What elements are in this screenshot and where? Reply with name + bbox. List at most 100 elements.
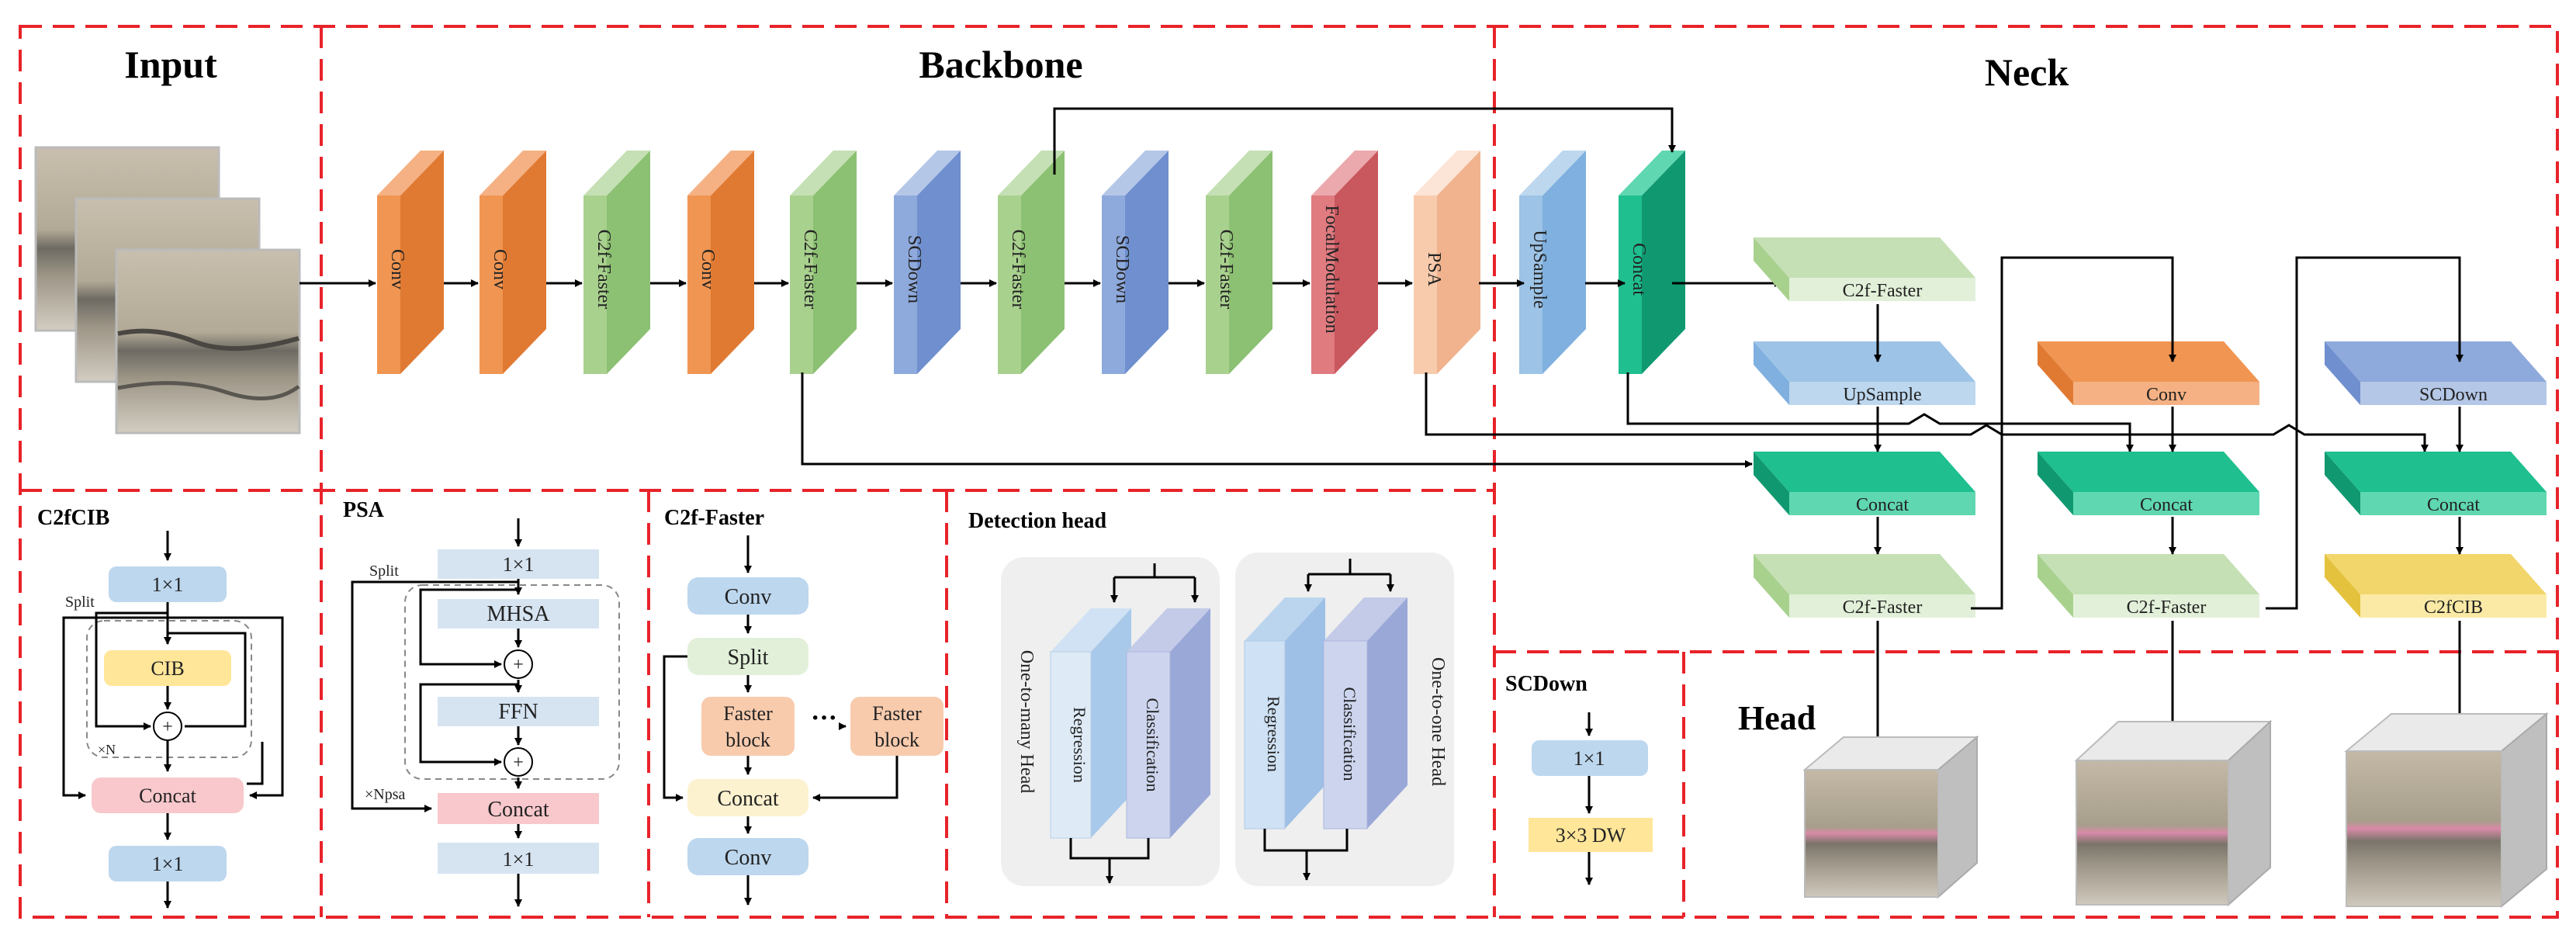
block-conv-0: Conv [377,151,444,374]
c2f-split [687,638,808,675]
neck-block-top-face [1754,341,1975,382]
block-front-face [1206,196,1229,374]
block-conv-3: Conv [687,151,754,374]
block-label: Conv [387,249,407,289]
block-front-face [687,196,711,374]
block-side-face [711,151,754,374]
block-label: SCDown [1112,235,1132,303]
neck-block-front-face [2073,594,2259,618]
block-top-face [1414,151,1480,196]
neck-block-top-face [1754,452,1975,492]
block-label: UpSample [1529,230,1549,308]
c2f-faster-title: C2f-Faster [664,506,764,530]
region-borders [19,25,2559,919]
block-front-face [1102,196,1125,374]
neck-flat-blocks: C2f-FasterUpSampleConcatC2f-FasterConvCo… [1754,237,2547,618]
block-side-face [1229,151,1272,374]
psa-times-npsa: ×Npsa [365,786,406,803]
neck-col2-conv-0: Conv [2038,341,2259,405]
neck-block-label: UpSample [1843,385,1921,405]
neck-col2-c2f-faster-2: C2f-Faster [2038,554,2259,618]
psa-add-node-2 [504,747,533,777]
block-top-face [1519,151,1586,196]
c2f-faster-block-2-label-b: block [874,729,919,751]
neck-block-top-face [1754,237,1975,278]
block-side-face [1335,151,1378,374]
block-scdown-5: SCDown [894,151,961,374]
neck-block-front-face [1789,382,1975,405]
oto-classification-label: Classification [1340,687,1359,781]
neck-block-top-face [1754,554,1975,594]
block-label: PSA [1424,252,1444,287]
c2fcib-concat-label: Concat [139,784,196,807]
c2fcib-bottom-label: 1×1 [152,853,184,875]
neck-block-top-face [2325,452,2547,492]
block-c2f-faster-8: C2f-Faster [1206,151,1272,374]
scdown-title: SCDown [1505,672,1587,696]
scdown-top-label: 1×1 [1574,747,1605,770]
c2fcib-cib-block [104,650,231,686]
block-focalmodulation-9: FocalModulation [1311,151,1378,374]
neck-block-top-face [2038,341,2259,382]
psa-title: PSA [343,498,385,522]
scdown-dw-conv [1529,818,1653,852]
neck-block-top-face [2038,554,2259,594]
block-side-face [400,151,444,374]
block-top-face [1102,151,1169,196]
c2f-faster-block-2 [850,697,943,756]
block-label: FocalModulation [1321,205,1342,333]
block-upsample-11: UpSample [1519,151,1586,374]
psa-plus-2: + [513,753,524,773]
c2fcib-repeat-box [86,620,252,758]
c2f-dots: ··· [811,704,837,732]
block-top-face [480,151,546,196]
neck-block-side-face [1754,554,1789,618]
psa-mhsa-block [438,599,599,629]
block-conv-1: Conv [480,151,546,374]
oto-regression-block: Regression [1244,597,1325,829]
block-side-face [1542,151,1586,374]
c2f-split-label: Split [728,646,769,670]
scdown-bottom-label: 3×3 DW [1556,824,1626,847]
c2fcib-cib-label: CIB [151,657,184,680]
c2f-conv-top-label: Conv [725,585,772,609]
neck-block-label: SCDown [2419,385,2488,405]
psa-add-node-1 [504,649,533,679]
block-concat-12: Concat [1619,151,1685,374]
outer-border [19,25,2559,919]
neck-block-front-face [2360,382,2547,405]
scdown-detail: SCDown 1×1 3×3 DW [1505,672,1653,885]
neck-block-label: C2f-Faster [2127,597,2207,618]
neck-block-label: C2fCIB [2424,597,2483,618]
block-psa-10: PSA [1414,151,1480,374]
neck-block-front-face [2360,594,2547,618]
block-top-face [687,151,754,196]
neck-block-label: Conv [2146,385,2186,405]
neck-block-label: Concat [2427,495,2480,515]
neck-col3-scdown-0: SCDown [2325,341,2547,405]
psa-ffn-label: FFN [498,700,538,724]
neck-col3-concat-1: Concat [2325,452,2547,515]
backbone-title: Backbone [919,43,1082,86]
oto-regression-label: Regression [1264,696,1283,772]
psa-repeat-box [404,584,620,780]
neck-col3-c2fcib-2: C2fCIB [2325,554,2547,618]
neck-block-label: Concat [2140,495,2193,515]
detection-head-title: Detection head [968,509,1107,533]
scdown-top-conv [1532,740,1648,776]
neck-block-front-face [2073,492,2259,515]
input-image-3 [115,248,301,435]
c2f-faster-block-2-label-a: Faster [872,702,922,725]
block-label: Conv [490,249,510,289]
neck-col1-c2f-faster-0: C2f-Faster [1754,237,1975,301]
neck-block-front-face [1789,278,1975,301]
c2f-faster-block-1-label-b: block [725,729,770,751]
block-top-face [1619,151,1685,196]
block-top-face [998,151,1065,196]
neck-col2-concat-1: Concat [2038,452,2259,515]
c2fcib-times-n: ×N [98,742,116,757]
psa-detail: PSA 1×1 Split MHSA + FFN + ×Npsa Concat … [343,498,620,907]
head-output-cube-2 [2074,719,2273,907]
block-label: C2f-Faster [1216,230,1236,310]
